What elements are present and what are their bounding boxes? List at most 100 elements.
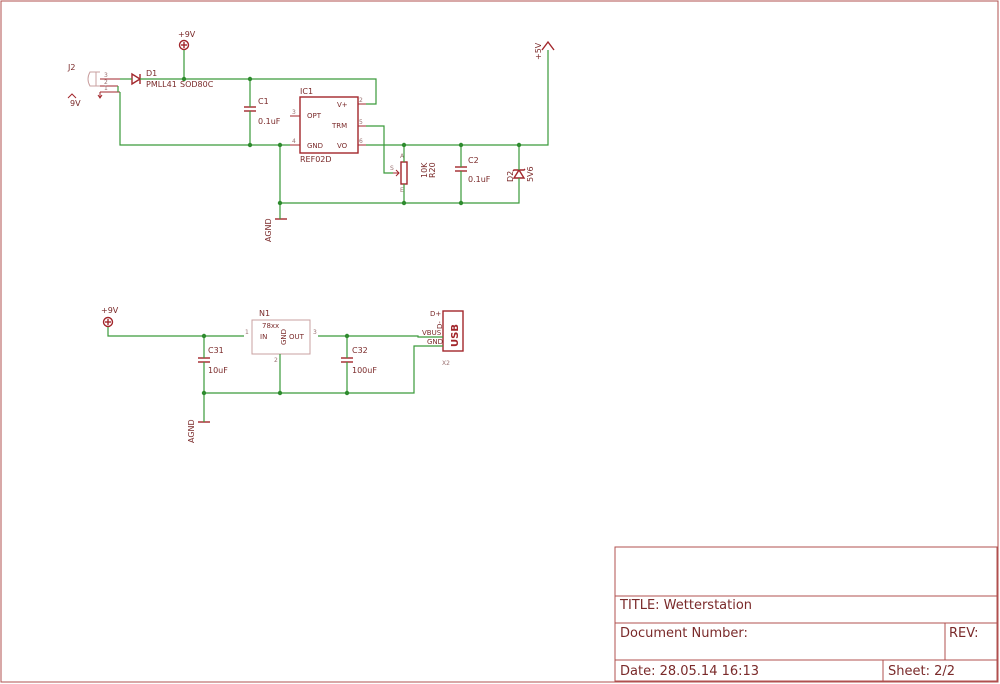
c32-value-label: 100uF bbox=[352, 366, 377, 375]
j2-pin1-number: 1 bbox=[104, 85, 108, 92]
supply-9v-top[interactable]: +9V bbox=[178, 30, 196, 51]
supply-5v[interactable]: +5V bbox=[534, 40, 555, 60]
wire-9v-rail bbox=[140, 78, 377, 105]
zener-d2[interactable]: D2 5V6 bbox=[506, 166, 535, 182]
x2-pin-dplus: D+ bbox=[430, 310, 441, 318]
d1-name-label: D1 bbox=[146, 69, 157, 78]
junction bbox=[401, 200, 407, 206]
x2-pin-gnd: GND bbox=[427, 338, 443, 346]
wire-out-vbus bbox=[318, 335, 443, 338]
capacitor-c2[interactable]: C2 0.1uF bbox=[455, 156, 491, 184]
ic1-pinnum-trm: 5 bbox=[359, 119, 363, 126]
r20-value-label: 10K bbox=[420, 162, 429, 178]
r20-wiper-arrow bbox=[393, 169, 400, 177]
wire-9v-in bbox=[107, 327, 244, 337]
x2-name-label: X2 bbox=[442, 360, 450, 367]
junction bbox=[344, 333, 350, 339]
c2-name-label: C2 bbox=[468, 156, 479, 165]
c1-name-label: C1 bbox=[258, 97, 269, 106]
n1-pinnum-out: 3 bbox=[313, 329, 317, 336]
agnd1-label: AGND bbox=[264, 218, 273, 242]
reference-supply-circuit: J2 3 2 1 9V D1 PMLL41 SOD80C +9V bbox=[67, 30, 555, 242]
supply-5v-arrow bbox=[541, 40, 555, 51]
d2-triangle bbox=[512, 168, 526, 179]
d1-triangle bbox=[131, 72, 142, 86]
r20-pin-a: A bbox=[400, 153, 405, 160]
capacitor-c31[interactable]: C31 10uF bbox=[198, 346, 228, 375]
supply-9v-top-circle bbox=[178, 39, 190, 51]
j2-rail-label: 9V bbox=[70, 99, 81, 108]
rev-text: REV: bbox=[949, 626, 978, 641]
connector-j2[interactable]: J2 3 2 1 9V bbox=[67, 63, 120, 108]
title-text: TITLE: Wetterstation bbox=[619, 598, 752, 613]
c31-value-label: 10uF bbox=[208, 366, 228, 375]
n1-pin-in-label: IN bbox=[260, 333, 267, 341]
potentiometer-r20[interactable]: A E S 10K R20 bbox=[390, 153, 437, 194]
n1-name-label: N1 bbox=[259, 309, 270, 318]
r20-pin-e: E bbox=[400, 187, 404, 194]
junction bbox=[201, 390, 207, 396]
c31-name-label: C31 bbox=[208, 346, 224, 355]
j2-switch-arrow bbox=[97, 92, 103, 99]
junction bbox=[277, 390, 283, 396]
j2-signal-mark bbox=[67, 93, 77, 99]
junction bbox=[277, 200, 283, 206]
n1-body bbox=[251, 319, 311, 355]
junction bbox=[401, 142, 407, 148]
ic1-pin-trm-label: TRM bbox=[331, 122, 347, 130]
n1-pin-gnd-label: GND bbox=[280, 329, 288, 345]
title-block-frame bbox=[614, 546, 998, 682]
n1-value-label: 78xx bbox=[262, 322, 279, 330]
ic1-pin-opt-label: OPT bbox=[307, 112, 322, 120]
ic1-pin-gnd-label: GND bbox=[307, 142, 323, 150]
d2-name-label: D2 bbox=[506, 171, 515, 182]
agnd2-label: AGND bbox=[187, 419, 196, 443]
c32-name-label: C32 bbox=[352, 346, 368, 355]
junction bbox=[247, 142, 253, 148]
wire-vo-5v bbox=[366, 50, 549, 146]
c2-value-label: 0.1uF bbox=[468, 175, 491, 184]
x2-pin-dminus: D- bbox=[436, 321, 444, 329]
ic1-pin-vo-label: VO bbox=[337, 142, 348, 150]
n1-pinnum-gnd: 2 bbox=[274, 357, 278, 364]
wires-circuit-1 bbox=[117, 50, 549, 219]
agnd-symbol-1[interactable]: AGND bbox=[264, 218, 287, 242]
junction bbox=[201, 333, 207, 339]
agnd-symbol-2[interactable]: AGND bbox=[187, 419, 210, 443]
ic1-ref02d[interactable]: IC1 REF02D OPT V+ TRM GND VO 3 2 5 4 6 bbox=[290, 87, 366, 164]
j2-body bbox=[87, 71, 97, 87]
c1-value-label: 0.1uF bbox=[258, 117, 281, 126]
ic1-pin-vplus-label: V+ bbox=[337, 101, 348, 109]
wires-circuit-2 bbox=[107, 327, 443, 422]
ic1-pinnum-gnd: 4 bbox=[292, 138, 296, 145]
wire-trm bbox=[366, 125, 393, 174]
sheet-text: Sheet: 2/2 bbox=[888, 664, 955, 679]
d1-package-label: SOD80C bbox=[180, 80, 214, 89]
junctions-circuit-1 bbox=[181, 76, 522, 206]
d1-value-label: PMLL41 bbox=[146, 80, 177, 89]
ic1-pinnum-vo: 6 bbox=[359, 138, 363, 145]
j2-pin3-number: 3 bbox=[104, 72, 108, 79]
regulator-circuit: +9V N1 78xx IN OUT GND 1 2 3 C31 10uF bbox=[101, 306, 464, 443]
ic1-body bbox=[299, 96, 359, 154]
wire-gnd-lower bbox=[280, 178, 520, 204]
n1-pinnum-in: 1 bbox=[245, 329, 249, 336]
junction bbox=[247, 76, 253, 82]
x2-pin-vbus: VBUS bbox=[422, 329, 442, 337]
supply-9v-lower[interactable]: +9V bbox=[101, 306, 119, 328]
date-text: Date: 28.05.14 16:13 bbox=[620, 664, 759, 679]
junction bbox=[277, 142, 283, 148]
j2-name-label: J2 bbox=[67, 63, 75, 72]
d2-value-label: 5V6 bbox=[526, 166, 535, 182]
regulator-n1[interactable]: N1 78xx IN OUT GND 1 2 3 bbox=[245, 309, 317, 364]
wire-gnd-upper bbox=[119, 92, 290, 146]
usb-connector-x2[interactable]: USB D+ D- VBUS GND X2 bbox=[422, 310, 464, 367]
n1-pin-out-label: OUT bbox=[289, 333, 305, 341]
document-number-text: Document Number: bbox=[620, 626, 748, 641]
junction bbox=[458, 142, 464, 148]
ic1-value-label: REF02D bbox=[300, 155, 332, 164]
supply-5v-label: +5V bbox=[534, 42, 543, 60]
r20-body bbox=[400, 161, 408, 185]
